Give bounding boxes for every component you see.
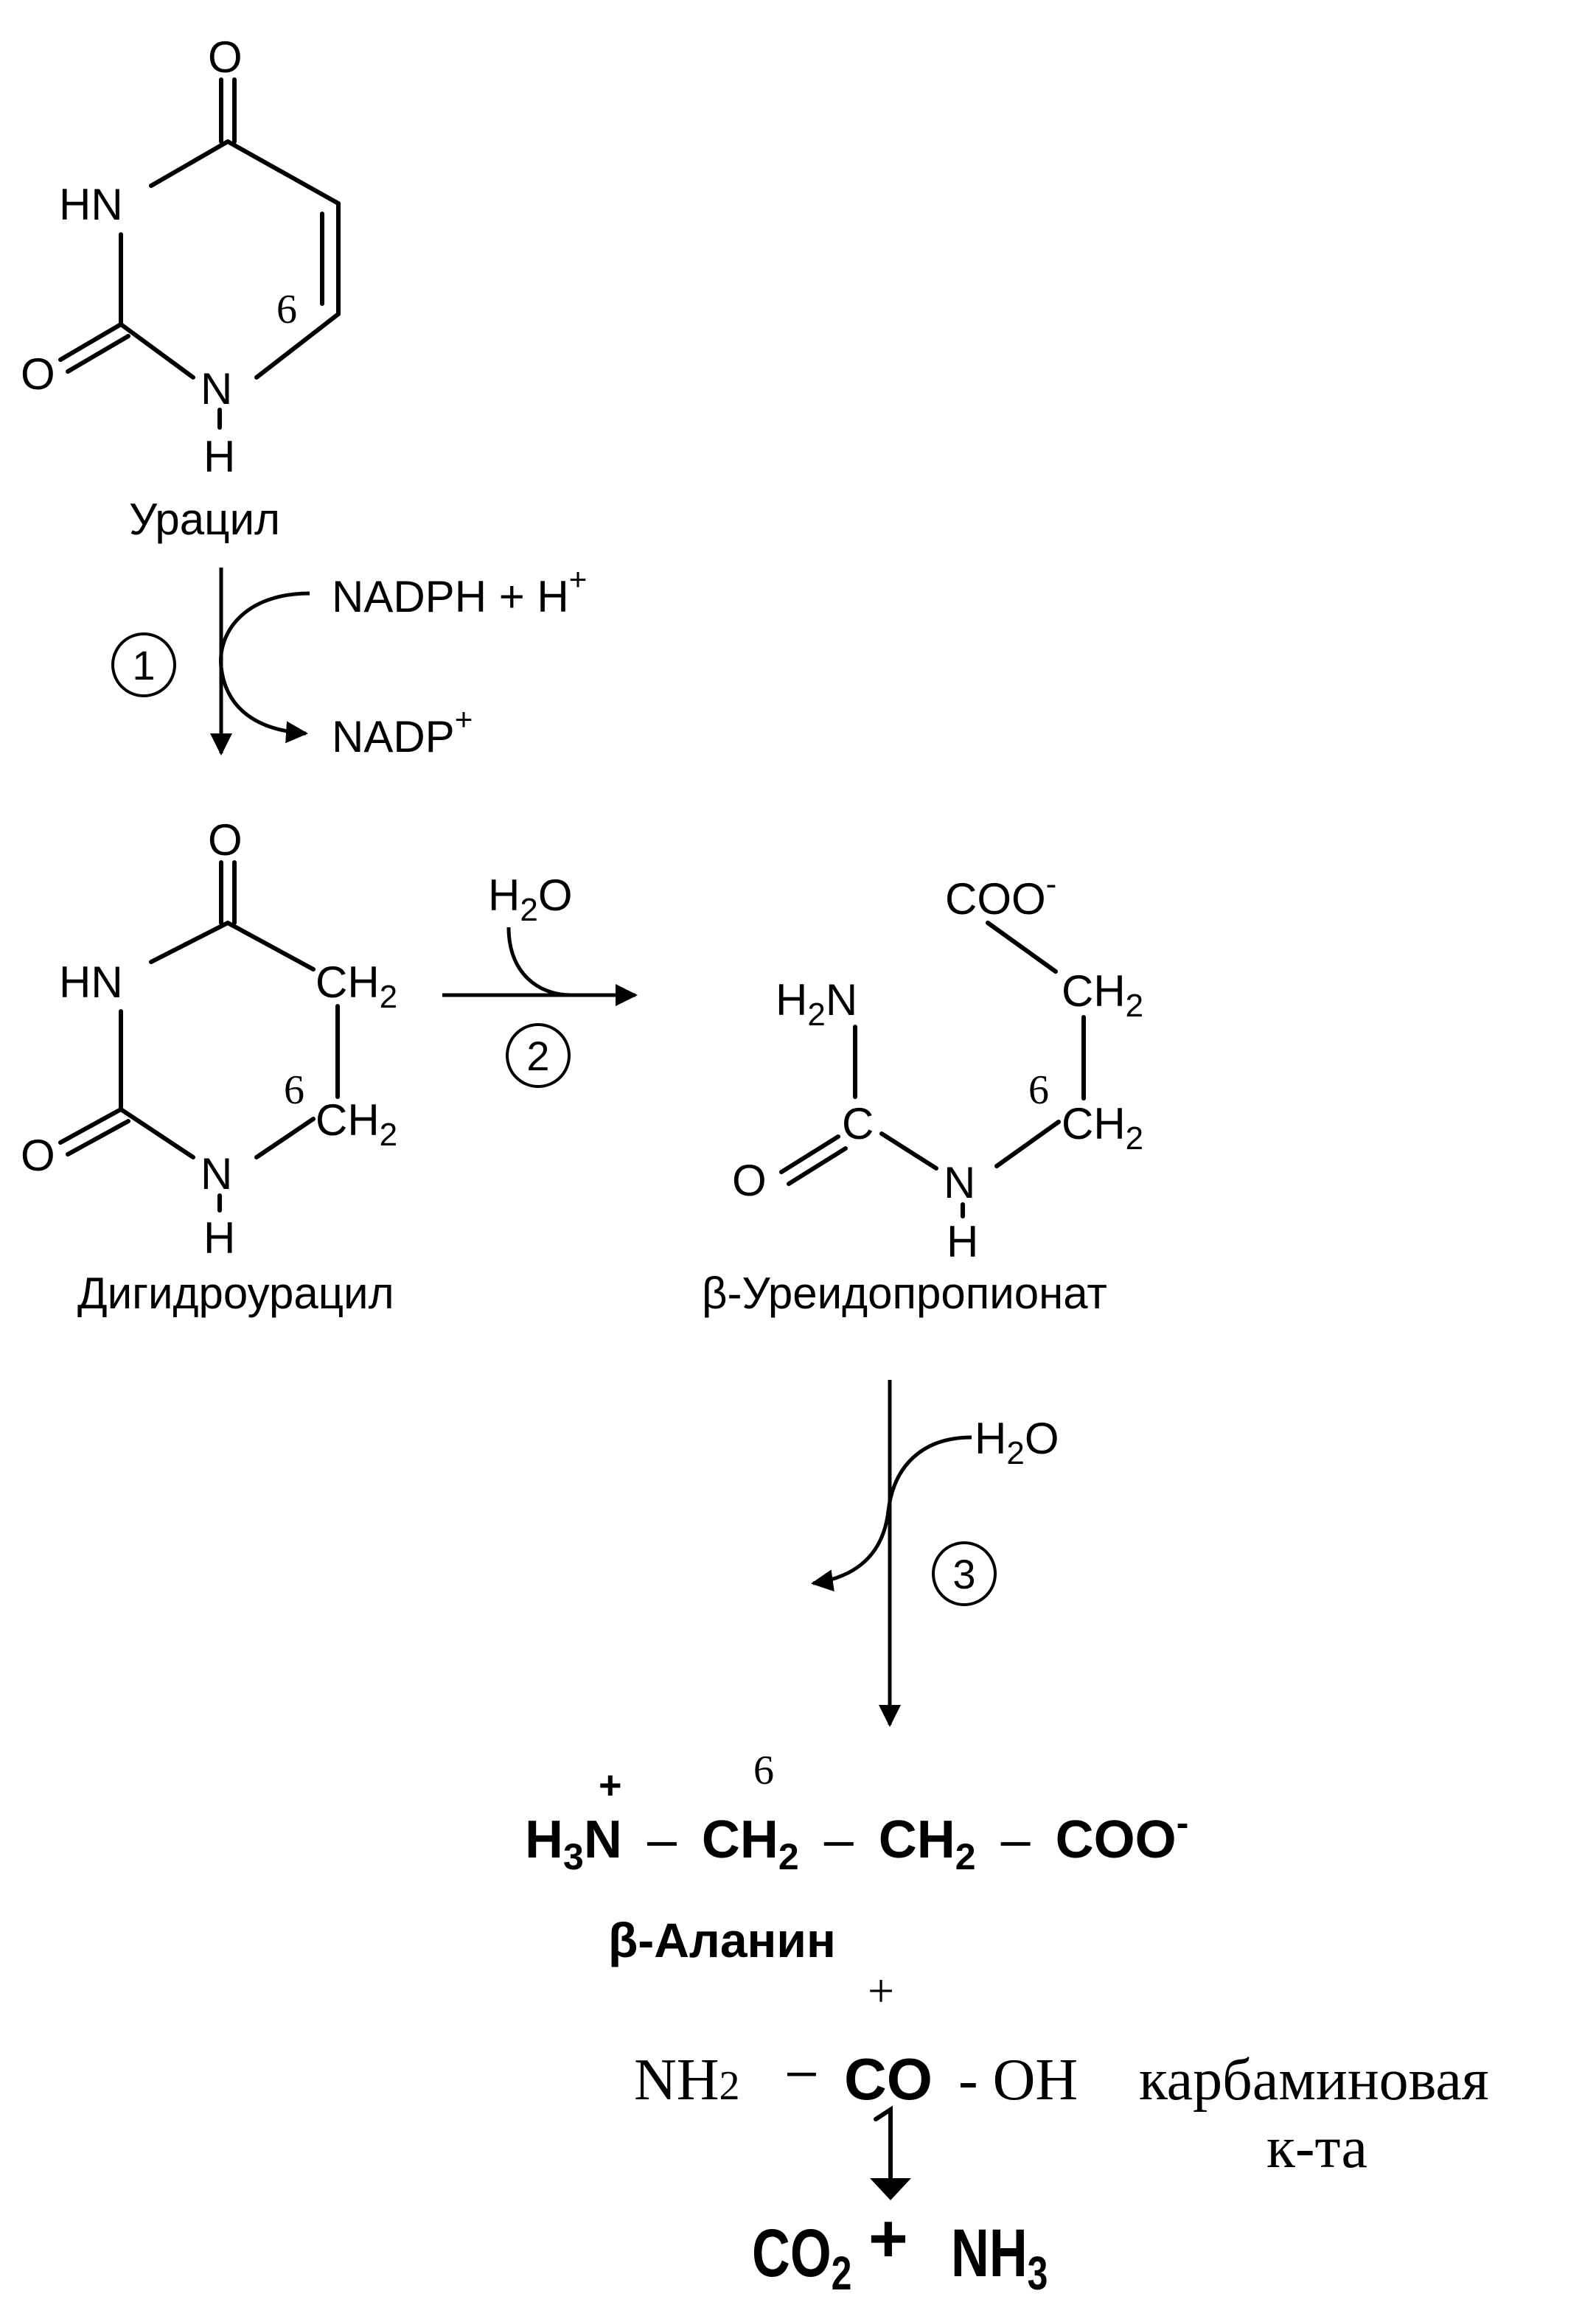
ureidopropionate-structure: COO- H2N CH2 6 CH2 C O N H	[732, 866, 1143, 1266]
step-1-curved-arrow	[219, 591, 310, 744]
step-1-number: 1	[132, 642, 155, 688]
carbamic-acid-formula: NH2 – CO - OH карбаминовая к-та	[634, 2041, 1489, 2180]
uracil-bond	[119, 322, 195, 380]
ureidopropionate-bond	[986, 921, 1058, 974]
carbamic-plus: +	[868, 1964, 894, 2017]
beta-alanine-name: β-Аланин	[608, 1913, 836, 1967]
dihydrouracil-bond	[119, 1107, 195, 1159]
ureidopropionate-c: C	[842, 1099, 874, 1148]
step-3-curved-arrow	[811, 1435, 972, 1592]
beta-alanine-positive-charge: +	[599, 1763, 622, 1807]
dihydrouracil-o-top: O	[208, 815, 243, 865]
carbamic-nh2: NH2	[634, 2048, 740, 2113]
step-2-curved-arrow	[506, 927, 572, 997]
step-1: 1 NADPH + H+ NADP+	[111, 562, 587, 761]
ureidopropionate-bond	[779, 1134, 840, 1174]
uracil-bond	[226, 139, 341, 206]
ureidopropionate-o: O	[732, 1156, 767, 1205]
step-3-water: H2O	[975, 1414, 1059, 1471]
dihydrouracil-position-6: 6	[284, 1067, 304, 1113]
dihydrouracil-bond	[254, 1117, 316, 1159]
carbamic-name-line1: карбаминовая	[1139, 2048, 1489, 2113]
decomposition-arrow-head	[870, 2178, 911, 2200]
ureidopropionate-bond	[994, 1120, 1061, 1168]
product-nh3: NH3	[951, 2215, 1048, 2300]
ureidopropionate-bond	[787, 1146, 848, 1186]
carbamic-oh: - OH	[958, 2048, 1078, 2113]
uracil-bond	[149, 139, 230, 188]
product-plus: +	[868, 2201, 908, 2276]
ureidopropionate-h2n: H2N	[776, 975, 857, 1033]
dihydrouracil-bond	[58, 1107, 123, 1145]
step-3-number-circle	[932, 1541, 997, 1606]
step-1-reagent-in: NADPH + H+	[332, 562, 587, 621]
carbamic-co: CO	[844, 2046, 933, 2112]
ureidopropionate-n: N	[944, 1158, 975, 1207]
step-3: H2O 3	[811, 1380, 1059, 1727]
dihydrouracil-n: N	[201, 1149, 232, 1199]
dihydrouracil-bond	[66, 1119, 130, 1157]
decomposition-arrow-shaft	[874, 2105, 893, 2180]
step-3-number: 3	[952, 1551, 975, 1597]
step-1-reagent-out: NADP+	[332, 702, 473, 761]
step-1-number-circle	[111, 632, 176, 697]
uracil-n: N	[201, 364, 232, 414]
beta-alanine-formula-text: H3N – CH2 – CH2 – COO-	[525, 1802, 1188, 1881]
dihydrouracil-o-left: O	[21, 1131, 55, 1180]
uracil-o-left: O	[21, 349, 55, 399]
dihydrouracil-ch2-bottom: CH2	[316, 1095, 397, 1153]
beta-alanine-formula: + 6 H3N – CH2 – CH2 – COO-	[525, 1748, 1188, 1881]
uracil-bond	[254, 312, 341, 380]
final-products: CO2 + NH3	[752, 2201, 1048, 2300]
ureidopropionate-ch2-top: CH2	[1062, 966, 1143, 1024]
step-2-number-circle	[506, 1023, 571, 1088]
decomposition-arrow	[870, 2105, 911, 2200]
dihydrouracil-structure: O HN CH2 6 CH2 O N H	[21, 815, 397, 1263]
carbamic-dash: –	[787, 2041, 816, 2099]
dihydrouracil-name: Дигидроурацил	[77, 1269, 394, 1318]
dihydrouracil-ch2-top: CH2	[316, 958, 397, 1015]
ureidopropionate-coo: COO-	[945, 866, 1056, 924]
carbamic-name-line2: к-та	[1266, 2116, 1367, 2180]
ureidopropionate-name: β-Уреидопропионат	[702, 1269, 1107, 1318]
uracil-structure: O HN O N H 6	[21, 32, 341, 481]
dihydrouracil-bond	[149, 921, 230, 964]
uracil-o-top: O	[208, 32, 243, 82]
product-co2: CO2	[752, 2215, 851, 2300]
step-2-number: 2	[526, 1033, 549, 1079]
uracil-position-6: 6	[276, 287, 297, 332]
dihydrouracil-bond	[226, 921, 316, 972]
uracil-h: H	[203, 432, 235, 481]
beta-alanine-position-6: 6	[753, 1748, 774, 1793]
ureidopropionate-ch2-bottom: CH2	[1062, 1099, 1143, 1157]
dihydrouracil-hn: HN	[59, 958, 123, 1007]
uracil-bond	[58, 322, 123, 362]
uracil-hn: HN	[59, 180, 123, 229]
uracil-name: Урацил	[129, 495, 280, 544]
step-2-water: H2O	[488, 871, 573, 928]
ureidopropionate-bond	[879, 1131, 938, 1171]
ureidopropionate-h: H	[947, 1217, 978, 1266]
dihydrouracil-h: H	[203, 1213, 235, 1263]
uracil-bond	[66, 334, 130, 374]
step-2: H2O 2	[442, 871, 638, 1088]
ureidopropionate-position-6: 6	[1028, 1067, 1049, 1113]
